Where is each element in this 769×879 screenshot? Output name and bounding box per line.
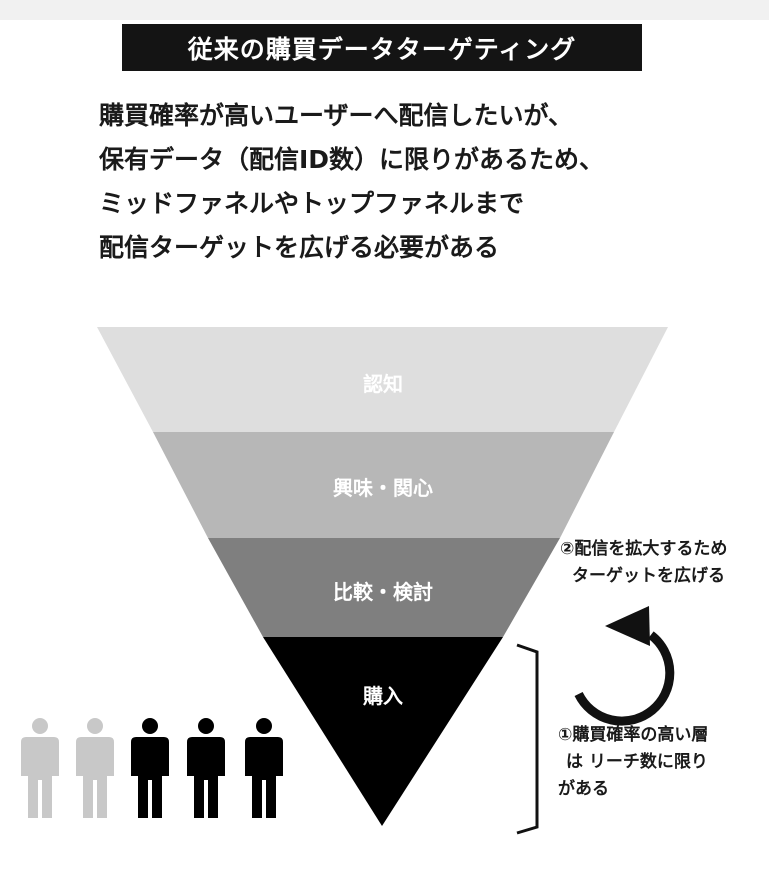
expand-note: ②配信を拡大するため ターゲットを広げる: [560, 536, 727, 590]
person-icon: [245, 718, 283, 818]
person-icon: [76, 718, 114, 818]
funnel-label-purchase: 購入: [363, 684, 403, 708]
people-group: [21, 718, 283, 818]
person-icon: [187, 718, 225, 818]
expand-note-line: ②配信を拡大するため: [560, 539, 728, 559]
funnel-label-awareness: 認知: [363, 372, 403, 396]
funnel-stage-purchase: [263, 637, 503, 826]
person-icon: [21, 718, 59, 818]
expand-note-line: ターゲットを広げる: [572, 566, 725, 586]
person-icon: [131, 718, 169, 818]
cycle-arrow-icon: [574, 631, 675, 726]
funnel-label-interest: 興味・関心: [333, 476, 433, 500]
cycle-arrow-head-icon: [605, 606, 650, 646]
limit-note-line: は リーチ数に限り: [566, 752, 708, 772]
lead-line: 配信ターゲットを広げる必要がある: [99, 233, 500, 262]
funnel-stage-consideration: [208, 538, 560, 637]
page-title: 従来の購買データターゲティング: [122, 24, 642, 71]
lead-line: 保有データ（配信ID数）に限りがあるため、: [99, 145, 605, 174]
funnel-label-consideration: 比較・検討: [333, 580, 433, 604]
bracket-shape: [516, 643, 539, 835]
limit-note: ①購買確率の高い層 は リーチ数に限り がある: [558, 722, 708, 803]
lead-line: ミッドファネルやトップファネルまで: [99, 189, 525, 218]
top-strip: [0, 0, 769, 20]
lead-line: 購買確率が高いユーザーへ配信したいが、: [99, 101, 574, 130]
lead-text: 購買確率が高いユーザーへ配信したいが、 保有データ（配信ID数）に限りがあるため…: [99, 94, 759, 270]
limit-note-line: がある: [558, 779, 609, 799]
limit-note-line: ①購買確率の高い層: [558, 725, 709, 745]
funnel-stage-interest: [153, 432, 614, 538]
funnel-stage-awareness: [97, 327, 668, 432]
